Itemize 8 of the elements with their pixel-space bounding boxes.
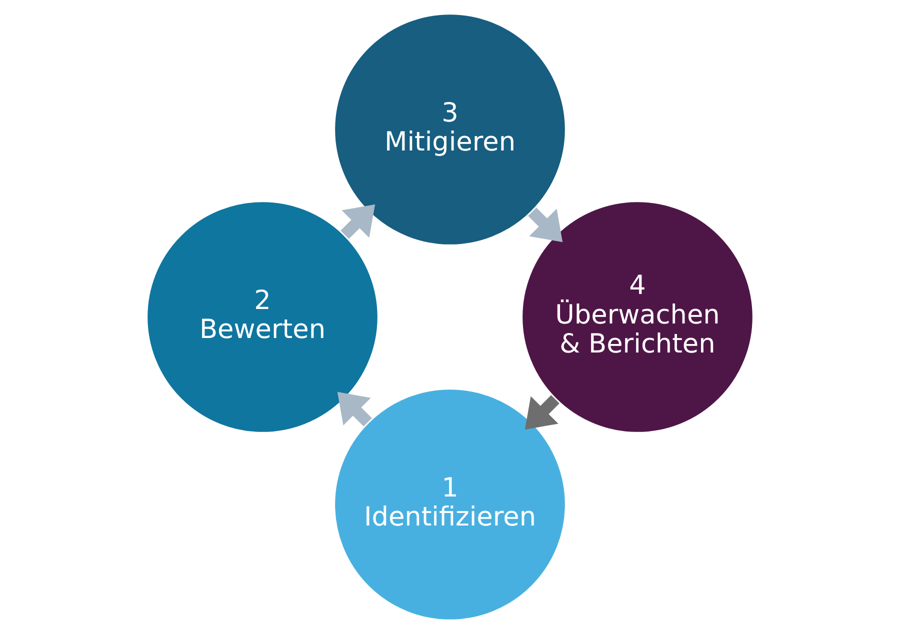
arrow: [528, 208, 563, 242]
arrow: [337, 392, 372, 426]
node-circle: 2 Bewerten: [146, 200, 379, 434]
node-circle: 3 Mitigieren: [334, 13, 566, 246]
arrow: [340, 204, 376, 239]
node-circle: 4 Überwachen & Berichten: [521, 200, 754, 434]
arrow: [524, 395, 560, 430]
node-circle: 1 Identifizieren: [334, 388, 566, 621]
